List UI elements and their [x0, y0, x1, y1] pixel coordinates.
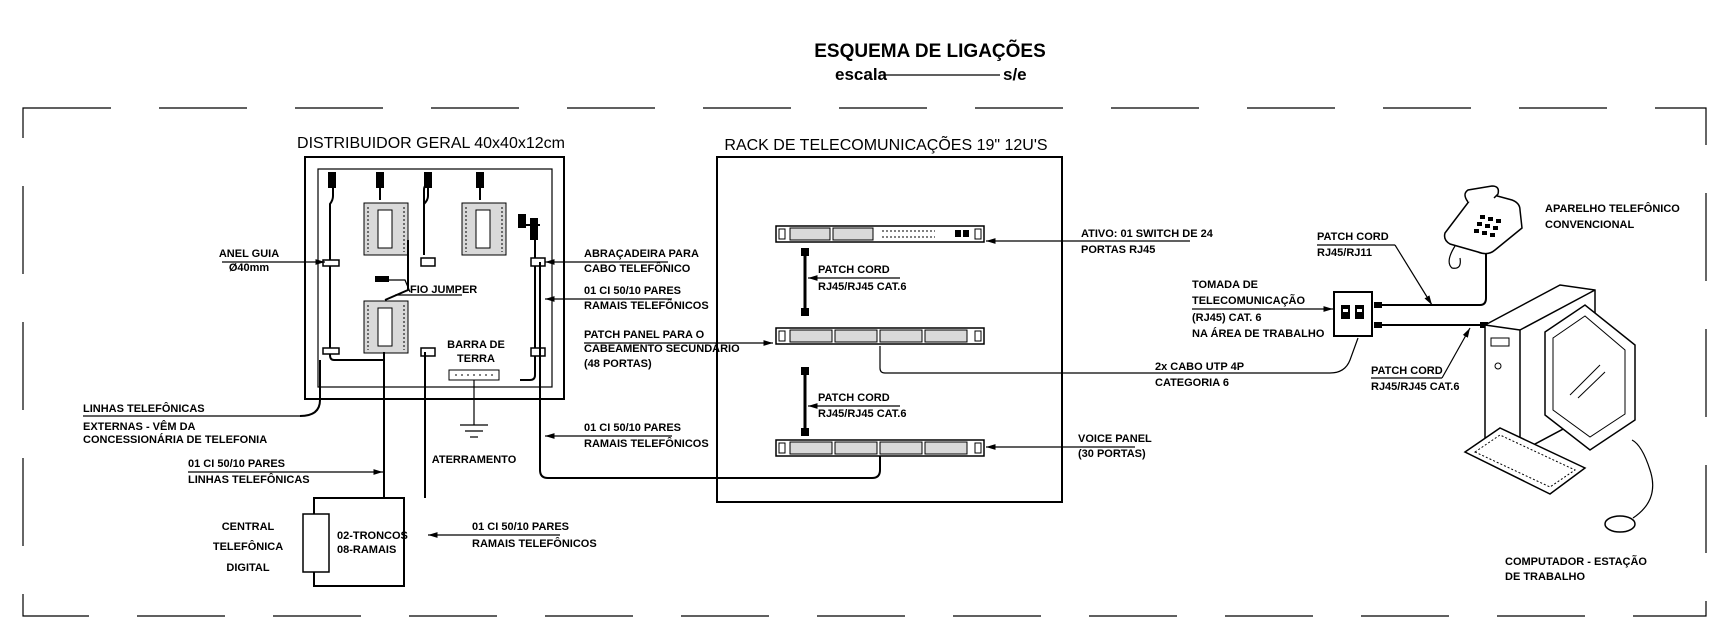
- anel-guia-label-2: Ø40mm: [229, 262, 270, 274]
- computador-label-1: COMPUTADOR - ESTAÇÃO: [1505, 555, 1647, 568]
- linhas-label-1: LINHAS TELEFÔNICAS: [83, 402, 205, 415]
- mouse-icon: [1604, 439, 1654, 533]
- patch-panel-label-3: (48 PORTAS): [584, 358, 652, 370]
- central-label-3: DIGITAL: [226, 562, 269, 574]
- ativo-label-2: PORTAS RJ45: [1081, 244, 1155, 256]
- ci-linhas-label-1: 01 CI 50/10 PARES: [188, 458, 285, 470]
- ci-bot-label-1: 01 CI 50/10 PARES: [472, 521, 569, 533]
- computador-label-2: DE TRABALHO: [1505, 571, 1585, 583]
- abracadeira-label-2: CABO TELEFÔNICO: [584, 262, 691, 275]
- patch2-label-2: RJ45/RJ45 CAT.6: [818, 408, 906, 420]
- pc-cat6-label-2: RJ45/RJ45 CAT.6: [1371, 381, 1459, 393]
- outer-dashed-border: [22, 107, 1707, 617]
- pc-rj11-label-1: PATCH CORD: [1317, 231, 1389, 243]
- ramais-label: 08-RAMAIS: [337, 544, 396, 556]
- switch-24-ports: [775, 225, 985, 243]
- tomada-label-3: (RJ45) CAT. 6: [1192, 312, 1261, 324]
- barra-terra-label-1: BARRA DE: [447, 339, 505, 351]
- scale-label: escala: [835, 65, 888, 84]
- dg-title: DISTRIBUIDOR GERAL 40x40x12cm: [297, 135, 565, 152]
- ground-bar: [448, 369, 500, 381]
- rack-box: [716, 156, 1063, 503]
- patch1-label-1: PATCH CORD: [818, 264, 890, 276]
- tomada-outlet: [1333, 291, 1373, 337]
- utp-cable: [879, 337, 1359, 374]
- linhas-label-3: CONCESSIONÁRIA DE TELEFONIA: [83, 433, 267, 446]
- central-telefonica-box: [302, 497, 405, 587]
- ci-mid-label-1: 01 CI 50/10 PARES: [584, 422, 681, 434]
- central-label-2: TELEFÔNICA: [213, 540, 283, 553]
- ci-bot-label-2: RAMAIS TELEFÔNICOS: [472, 537, 597, 550]
- patch-panel-label-2: CABEAMENTO SECUNDÁRIO: [584, 342, 740, 355]
- keyboard-icon: [1463, 427, 1587, 495]
- dg-outer-box: [304, 156, 565, 400]
- patch-cord-rj11: [1374, 252, 1487, 306]
- linhas-label-2: EXTERNAS - VÊM DA: [83, 420, 196, 433]
- patch-panel-label-1: PATCH PANEL PARA O: [584, 329, 705, 341]
- cabo-label-2: CATEGORIA 6: [1155, 377, 1229, 389]
- telephone-icon: [1443, 185, 1523, 269]
- troncos-label: 02-TRONCOS: [337, 530, 408, 542]
- cabo-label-1: 2x CABO UTP 4P: [1155, 361, 1244, 373]
- terminal-block-3: [363, 300, 409, 354]
- ground-symbol: [460, 380, 488, 438]
- central-label-1: CENTRAL: [222, 521, 275, 533]
- scale-value: s/e: [1003, 65, 1027, 84]
- dg-inner-box: [317, 168, 553, 388]
- monitor-icon: [1544, 304, 1636, 451]
- cable-clips: [328, 172, 538, 240]
- tomada-label-1: TOMADA DE: [1192, 279, 1258, 291]
- ativo-label-1: ATIVO: 01 SWITCH DE 24: [1081, 228, 1214, 240]
- voice-label-1: VOICE PANEL: [1078, 433, 1152, 445]
- tomada-label-4: NA ÁREA DE TRABALHO: [1192, 327, 1325, 340]
- aparelho-label-2: CONVENCIONAL: [1545, 219, 1635, 231]
- pc-cat6-label-1: PATCH CORD: [1371, 365, 1443, 377]
- barra-terra-label-2: TERRA: [457, 353, 495, 365]
- ci-top-label-2: RAMAIS TELEFÔNICOS: [584, 299, 709, 312]
- patch1-label-2: RJ45/RJ45 CAT.6: [818, 281, 906, 293]
- patch2-label-1: PATCH CORD: [818, 392, 890, 404]
- anel-guia-label-1: ANEL GUIA: [219, 248, 279, 260]
- guide-rings: [322, 257, 546, 357]
- voice-label-2: (30 PORTAS): [1078, 448, 1146, 460]
- ci-linhas-label-2: LINHAS TELEFÔNICAS: [188, 473, 310, 486]
- diagram-title: ESQUEMA DE LIGAÇÕES: [814, 40, 1046, 62]
- ci-top-label-1: 01 CI 50/10 PARES: [584, 285, 681, 297]
- pc-rj11-label-2: RJ45/RJ11: [1317, 247, 1372, 259]
- abracadeira-label-1: ABRAÇADEIRA PARA: [584, 248, 699, 260]
- fio-jumper-label: FIO JUMPER: [410, 284, 477, 296]
- ci-mid-label-2: RAMAIS TELEFÔNICOS: [584, 437, 709, 450]
- voice-panel-30: [775, 439, 985, 457]
- tomada-label-2: TELECOMUNICAÇÃO: [1192, 294, 1305, 307]
- patch-panel-48: [775, 327, 985, 345]
- aparelho-label-1: APARELHO TELEFÔNICO: [1545, 202, 1680, 215]
- terminal-block-1: [363, 202, 409, 256]
- aterramento-label: ATERRAMENTO: [432, 454, 517, 466]
- rack-title: RACK DE TELECOMUNICAÇÕES 19" 12U'S: [724, 134, 1047, 154]
- terminal-block-2: [461, 202, 507, 256]
